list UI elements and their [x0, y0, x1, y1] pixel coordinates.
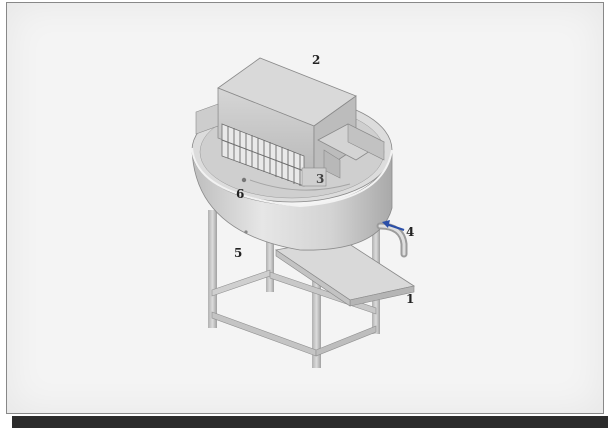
- bottom-shadow-bar: [12, 416, 608, 428]
- outlet-pipe: [376, 222, 408, 258]
- callout-3: 3: [316, 172, 325, 186]
- callout-4: 4: [406, 225, 415, 239]
- callout-2: 2: [312, 53, 321, 67]
- callout-6: 6: [236, 187, 245, 201]
- cover-housing: [195, 57, 385, 187]
- callout-1: 1: [406, 292, 415, 306]
- flow-arrow: [382, 220, 405, 232]
- callout-5: 5: [234, 246, 243, 260]
- support-frame: [208, 210, 416, 368]
